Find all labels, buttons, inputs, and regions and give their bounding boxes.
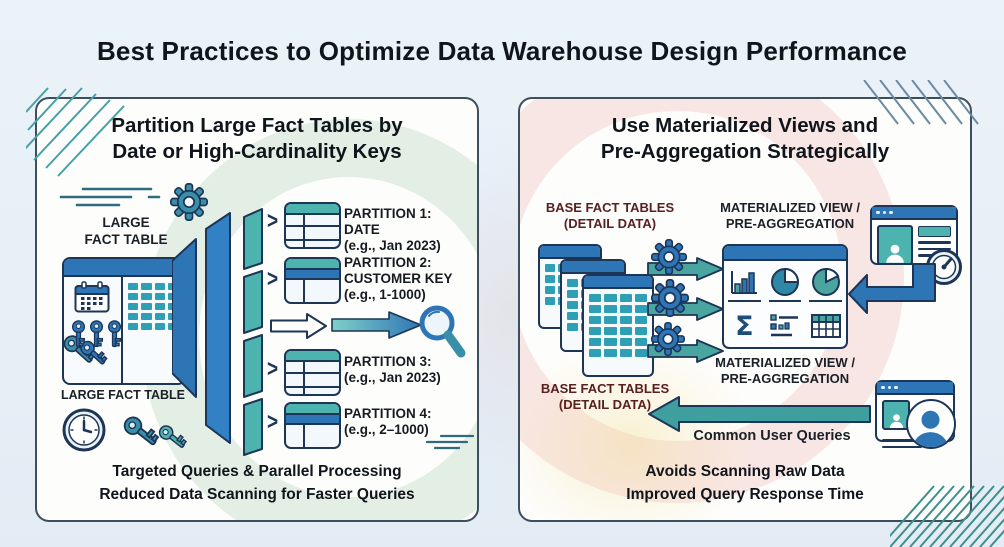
- speed-lines-icon: [425, 434, 475, 450]
- common-user-queries-arrow-icon: [648, 396, 871, 432]
- calendar-icon: [74, 281, 110, 313]
- materialized-view-window: Σ: [722, 244, 848, 349]
- pie-chart-icon: [811, 268, 840, 296]
- left-panel-title: Partition Large Fact Tables by Date or H…: [111, 114, 403, 164]
- person-icon: [884, 243, 906, 263]
- materialized-view-label-top: MATERIALIZED VIEW / PRE-AGGREGATION: [720, 200, 860, 232]
- base-fact-tables-label-top: BASE FACT TABLES (DETAIL DATA): [545, 200, 675, 232]
- speed-lines-icon: [59, 187, 161, 207]
- base-fact-tables-label-bottom: BASE FACT TABLES (DETAIL DATA): [540, 381, 670, 413]
- partition-funnel-graphic: [172, 208, 263, 456]
- base-table-window-icon: [582, 274, 654, 377]
- chevron-right-icon: >: [267, 266, 279, 293]
- right-panel-benefits: Avoids Scanning Raw Data Improved Query …: [626, 463, 864, 503]
- partition-table-icon: [284, 349, 341, 396]
- sigma-aggregate-icon: Σ: [735, 310, 754, 342]
- summary-table-icon: [810, 314, 841, 338]
- summary-list-icon: [770, 314, 798, 337]
- common-user-queries-label: Common User Queries: [693, 428, 851, 444]
- key-icon: [70, 319, 87, 349]
- key-icon: [106, 319, 123, 349]
- partition-4-label: PARTITION 4: (e.g., 2–1000): [344, 406, 432, 438]
- user-avatar-icon: [906, 399, 956, 449]
- pie-chart-icon: [770, 267, 799, 296]
- query-arrow-gradient-icon: [331, 311, 422, 339]
- partition-1-label: PARTITION 1: DATE (e.g., Jan 2023): [344, 206, 441, 254]
- chevron-right-icon: >: [267, 409, 279, 436]
- right-panel-title: Use Materialized Views and Pre-Aggregati…: [600, 114, 890, 164]
- partition-table-icon: [284, 402, 341, 449]
- clock-icon: [62, 408, 106, 452]
- partition-table-icon: [284, 202, 341, 249]
- large-fact-table-label-top: LARGE FACT TABLE: [84, 215, 168, 247]
- query-elbow-arrow-icon: [848, 263, 936, 314]
- person-icon: [888, 413, 905, 428]
- materialized-view-label-bottom: MATERIALIZED VIEW / PRE-AGGREGATION: [715, 355, 855, 387]
- gear-icon: [651, 239, 687, 275]
- partition-table-icon: [284, 257, 341, 304]
- large-fact-table-label-bottom: LARGE FACT TABLE: [60, 388, 186, 402]
- magnifier-icon: [419, 305, 466, 358]
- chevron-right-icon: >: [267, 356, 279, 383]
- gear-icon: [651, 322, 685, 356]
- gear-icon: [651, 279, 689, 317]
- table-header-bar: [64, 259, 184, 277]
- bar-chart-icon: [731, 271, 758, 294]
- chevron-right-icon: >: [267, 208, 279, 235]
- panel-partitioning: Partition Large Fact Tables by Date or H…: [35, 97, 479, 522]
- query-arrow-outline-icon: [270, 313, 327, 339]
- left-panel-benefits: Targeted Queries & Parallel Processing R…: [99, 463, 415, 503]
- panel-materialized-views: Use Materialized Views and Pre-Aggregati…: [518, 97, 972, 522]
- key-icon: [88, 319, 105, 349]
- partition-3-label: PARTITION 3: (e.g., Jan 2023): [344, 354, 441, 386]
- page-title: Best Practices to Optimize Data Warehous…: [96, 36, 908, 66]
- large-fact-table-graphic: [62, 257, 186, 385]
- partition-2-label: PARTITION 2: CUSTOMER KEY (e.g., 1-1000): [344, 255, 453, 303]
